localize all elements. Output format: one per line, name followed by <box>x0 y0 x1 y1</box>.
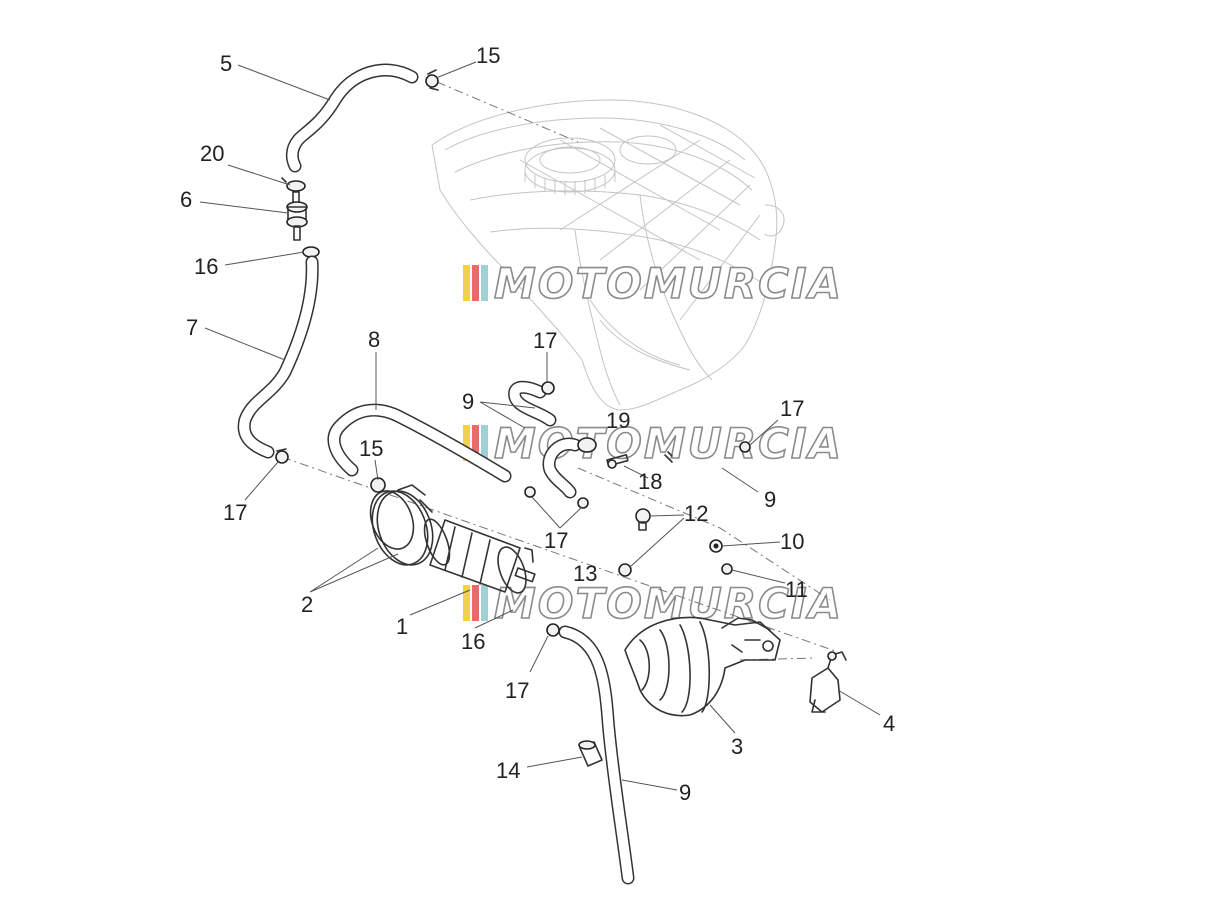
callout-9: 9 <box>679 780 691 805</box>
callout-12: 12 <box>684 501 708 526</box>
callout-10: 10 <box>780 529 804 554</box>
callout-3: 3 <box>731 734 743 759</box>
clamp-near-part-18 <box>577 437 629 469</box>
assembly-axis-lines <box>281 81 839 661</box>
callout-17: 17 <box>223 500 247 525</box>
hose-part-9-lower <box>558 625 635 885</box>
fuel-tank-outline <box>431 99 785 411</box>
nut-part-10 <box>709 539 723 553</box>
callout-4: 4 <box>883 711 895 736</box>
callout-20: 20 <box>200 141 224 166</box>
clip-part-17-lower <box>546 623 560 637</box>
washer-part-11 <box>721 563 733 575</box>
hose-part-9-upper <box>508 380 582 499</box>
callout-6: 6 <box>180 187 192 212</box>
clip-part-17-top <box>541 381 555 395</box>
band-part-2 <box>369 484 434 566</box>
callout-15: 15 <box>476 43 500 68</box>
watermark-text: MOTOMURCIA <box>494 259 843 308</box>
callout-17: 17 <box>505 678 529 703</box>
callout-17: 17 <box>533 328 557 353</box>
callout-9: 9 <box>462 389 474 414</box>
bracket-part-3 <box>624 616 781 717</box>
clip-part-15-mid <box>370 477 386 493</box>
callout-1: 1 <box>396 614 408 639</box>
callout-19: 19 <box>606 408 630 433</box>
clip-part-15-top <box>425 69 439 91</box>
leader-lines <box>199 61 881 791</box>
callout-15: 15 <box>359 436 383 461</box>
clip-part-17-mid <box>524 486 589 509</box>
clip-part-16-top <box>302 246 320 258</box>
callout-labels: 5 15 20 6 16 7 8 17 9 19 17 18 9 15 17 1… <box>180 43 895 805</box>
hose-part-5 <box>285 63 419 173</box>
callout-13: 13 <box>573 561 597 586</box>
clip-part-20 <box>281 177 306 192</box>
callout-18: 18 <box>638 469 662 494</box>
sleeve-part-14 <box>578 740 603 767</box>
pin-near-part-19 <box>664 451 673 463</box>
hose-part-8 <box>327 403 512 483</box>
valve-part-6 <box>286 191 308 241</box>
callout-2: 2 <box>301 592 313 617</box>
callout-14: 14 <box>496 758 520 783</box>
canister-part-1 <box>423 518 536 594</box>
watermark-2: MOTOMURCIA <box>463 418 842 469</box>
clip-part-17-left <box>275 448 289 464</box>
callout-8: 8 <box>368 327 380 352</box>
watermark-1: MOTOMURCIA <box>463 258 843 309</box>
hose-part-7 <box>237 255 319 459</box>
callout-7: 7 <box>186 315 198 340</box>
callout-5: 5 <box>220 51 232 76</box>
callout-17: 17 <box>780 396 804 421</box>
clip-part-17-right <box>739 441 751 453</box>
callout-9: 9 <box>764 487 776 512</box>
callout-11: 11 <box>785 577 808 602</box>
valve-part-4 <box>809 651 847 713</box>
callout-16: 16 <box>194 254 218 279</box>
callout-17: 17 <box>544 528 568 553</box>
bolt-part-12 <box>618 508 651 577</box>
callout-16: 16 <box>461 629 485 654</box>
